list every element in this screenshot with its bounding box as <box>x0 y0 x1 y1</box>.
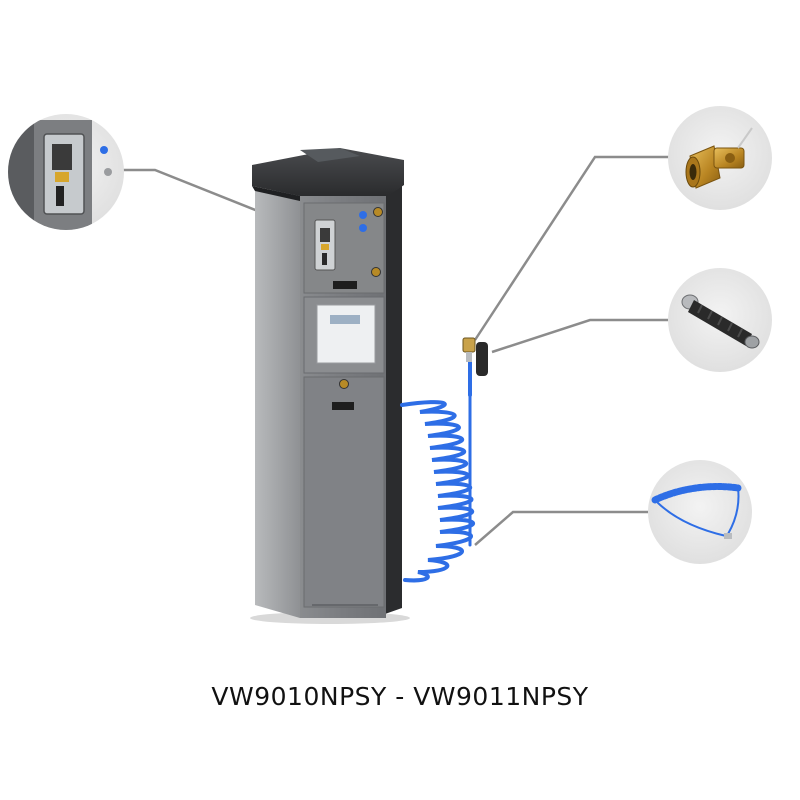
lock-icon-top <box>373 207 383 217</box>
leader-line-rubber-grip <box>491 318 668 354</box>
button-blue-bottom[interactable] <box>359 224 367 232</box>
rubber-grip-handle-detail <box>668 268 772 372</box>
coin-acceptor-detail <box>8 114 124 230</box>
rubber-grip-icon <box>681 294 760 349</box>
air-tower-cabinet <box>250 148 410 624</box>
lock-icon-mid <box>371 267 381 277</box>
lower-panel <box>303 376 385 608</box>
lock-icon-lower <box>339 379 349 389</box>
leader-line-coiled-hose <box>474 510 648 546</box>
model-caption: VW9010NPSY - VW9011NPSY <box>211 682 589 711</box>
cabinet-top-cap <box>252 148 404 196</box>
lower-slot <box>332 402 354 410</box>
lcd-screen <box>330 315 360 324</box>
cabinet-left-side <box>255 188 300 618</box>
display-housing <box>316 304 376 364</box>
coiled-hose-icon <box>651 483 742 539</box>
air-nozzle[interactable] <box>462 337 488 376</box>
coiled-hose-detail <box>648 460 752 564</box>
upper-slot <box>333 281 357 289</box>
valve-connector-icon <box>685 127 753 189</box>
coiled-air-hose <box>400 348 475 583</box>
leader-line-valve-connector <box>473 155 672 341</box>
brass-valve-connector-detail <box>668 106 772 210</box>
button-blue-top[interactable] <box>359 211 367 219</box>
